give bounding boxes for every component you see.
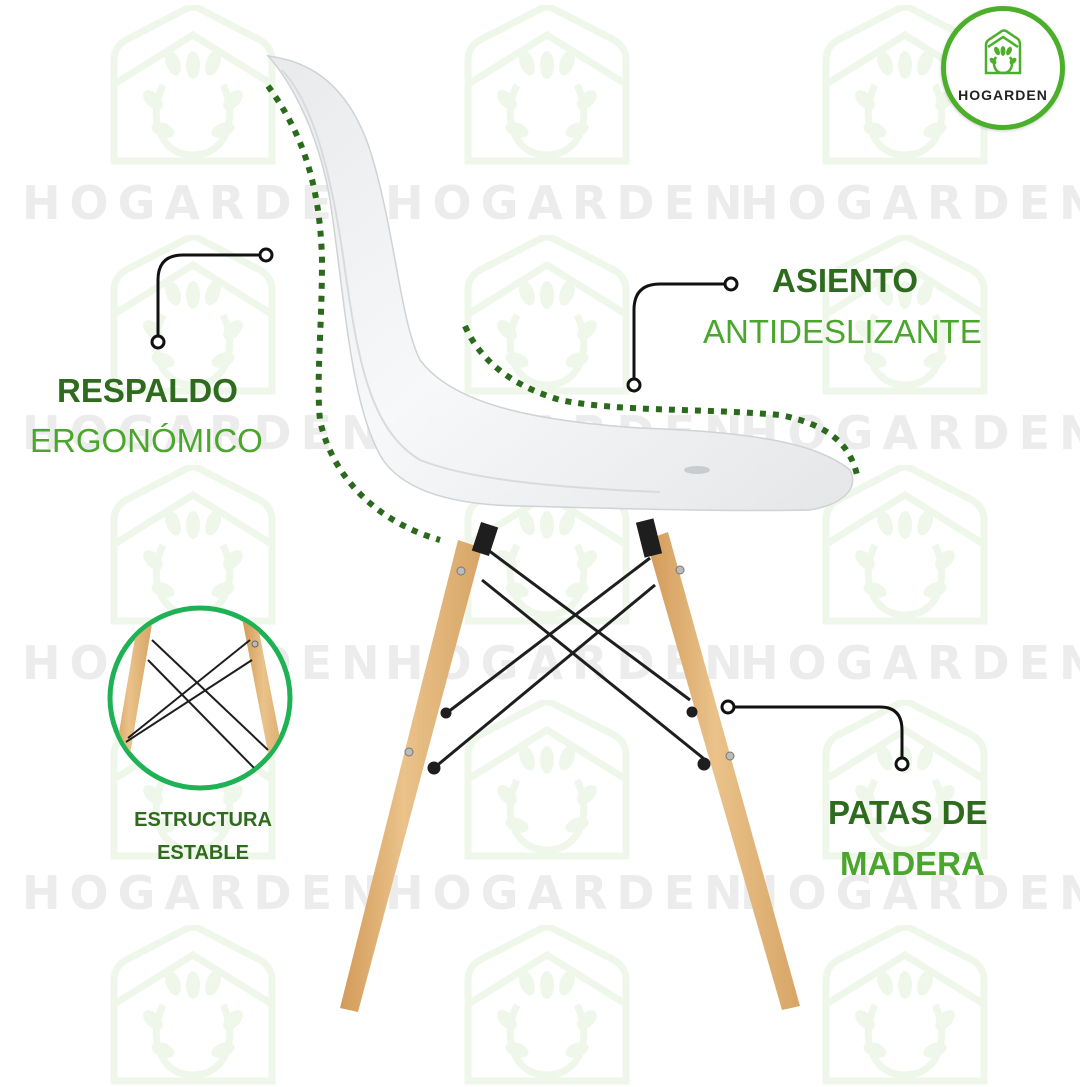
wooden-legs bbox=[340, 518, 800, 1012]
transparent-seat-shell bbox=[266, 55, 854, 512]
feature-backrest-title: RESPALDO bbox=[57, 372, 238, 409]
structure-inset bbox=[107, 605, 293, 791]
feature-structure-line1: ESTRUCTURA bbox=[134, 809, 272, 831]
watermark-house-icon bbox=[108, 235, 278, 397]
feature-structure-line2: ESTABLE bbox=[157, 842, 249, 864]
feature-legs-subtitle: MADERA bbox=[840, 845, 985, 882]
watermark-house-icon bbox=[820, 925, 990, 1087]
watermark-house-icon bbox=[462, 925, 632, 1087]
watermark-text: HOGARDEN bbox=[740, 866, 1080, 920]
callout-connectors bbox=[150, 247, 910, 772]
metal-cross-braces bbox=[427, 548, 711, 775]
watermark-house-icon bbox=[820, 465, 990, 627]
logo-text: HOGARDEN bbox=[958, 87, 1048, 103]
feature-backrest-subtitle: ERGONÓMICO bbox=[30, 422, 263, 459]
watermark-house-icon bbox=[820, 235, 990, 397]
house-tree-icon bbox=[984, 29, 1022, 75]
watermark-text: HOGARDEN bbox=[385, 866, 752, 920]
watermark-text: HOGARDEN bbox=[22, 866, 389, 920]
watermark-text: HOGARDEN bbox=[740, 636, 1080, 690]
brand-logo: HOGARDEN bbox=[941, 6, 1065, 130]
watermark-house-icon bbox=[462, 5, 632, 167]
watermark-house-icon bbox=[462, 700, 632, 862]
dotted-highlight-lines bbox=[265, 84, 860, 543]
feature-seat-subtitle: ANTIDESLIZANTE bbox=[703, 313, 982, 350]
feature-legs-title: PATAS DE bbox=[828, 794, 988, 831]
watermark-house-icon bbox=[108, 925, 278, 1087]
watermark-house-icon bbox=[108, 5, 278, 167]
watermark-house-icon bbox=[462, 235, 632, 397]
watermark-text: HOGARDEN bbox=[740, 176, 1080, 230]
watermark-text: HOGARDEN bbox=[385, 176, 752, 230]
feature-seat-title: ASIENTO bbox=[772, 262, 919, 299]
